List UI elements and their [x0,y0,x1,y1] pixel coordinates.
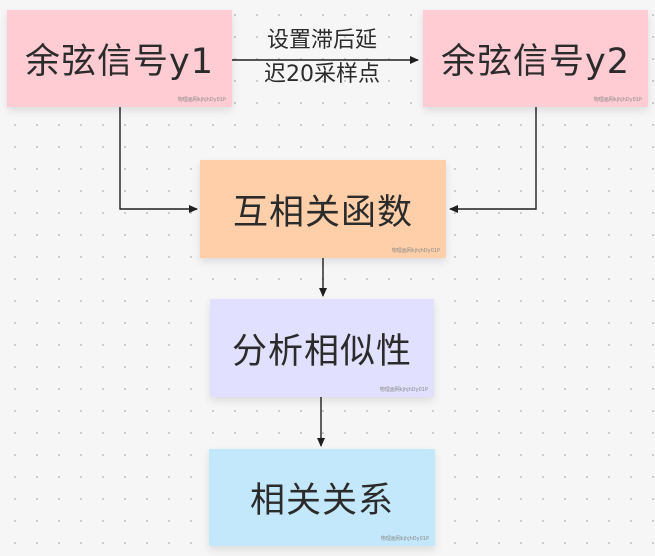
node-signal-y1[interactable]: 余弦信号y1 物理画网kjhjhDy01P [7,10,232,107]
node-similarity-watermark: 物理画网kjhjhDy01P [379,387,428,393]
node-cross-correlation-label: 互相关函数 [232,192,413,233]
node-similarity-label: 分析相似性 [231,331,412,372]
node-signal-y2[interactable]: 余弦信号y2 物理画网kjhjhDy01P [423,10,648,107]
node-signal-y1-watermark: 物理画网kjhjhDy01P [177,97,226,103]
node-signal-y2-watermark: 物理画网kjhjhDy01P [593,97,642,103]
edge-label-line-2: 迟20采样点 [264,62,380,87]
node-relationship-watermark: 物理画网kjhjhDy01P [380,536,429,542]
node-cross-correlation-watermark: 物理画网kjhjhDy01P [391,248,440,254]
node-relationship[interactable]: 相关关系 物理画网kjhjhDy01P [209,449,435,546]
node-signal-y2-label: 余弦信号y2 [441,42,630,82]
arrow-y1-to-correlation [119,107,198,213]
arrow-y2-to-correlation [449,107,537,213]
edge-label-lag: 设置滞后延 迟20采样点 [236,24,408,92]
node-signal-y1-label: 余弦信号y1 [25,42,214,82]
edge-label-line-1: 设置滞后延 [266,28,377,53]
node-similarity[interactable]: 分析相似性 物理画网kjhjhDy01P [210,299,434,397]
node-relationship-label: 相关关系 [249,481,394,521]
node-cross-correlation[interactable]: 互相关函数 物理画网kjhjhDy01P [200,160,446,258]
